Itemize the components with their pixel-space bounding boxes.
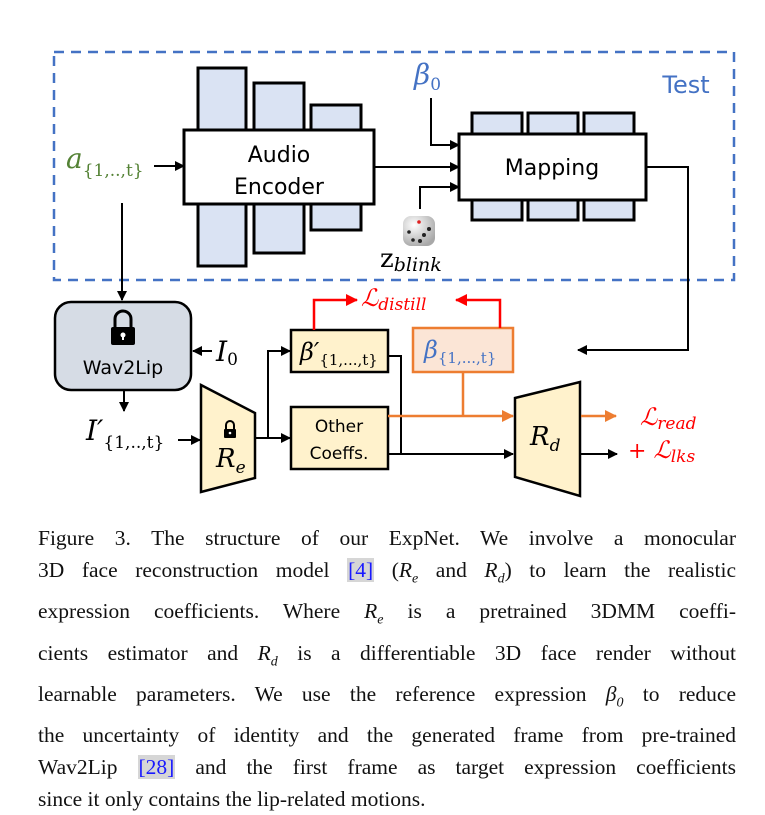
zblink-to-mapping-arrow <box>419 182 460 209</box>
math-symbol: Rd <box>484 558 505 587</box>
i0-label: I0 <box>215 335 238 370</box>
other-coeffs-box: Other Coeffs. <box>289 405 390 471</box>
caption-line: Figure 3. The structure of our ExpNet. W… <box>38 526 736 550</box>
beta-prime-to-rd-arrow <box>388 355 514 459</box>
beta-prime-to-distill-arrow <box>312 294 358 330</box>
beta-prime-box: β′{1,...,t} <box>289 328 390 374</box>
rd-renderer-block: Rd <box>513 380 582 498</box>
lks-loss-label: + ℒlks <box>628 436 695 467</box>
svg-text:Wav2Lip: Wav2Lip <box>83 357 163 379</box>
test-label: Test <box>661 71 709 99</box>
math-symbol: Re <box>364 599 384 628</box>
svg-text:Rd: Rd <box>529 422 561 456</box>
caption-line: expression coefficients. Where Re is a p… <box>38 599 737 628</box>
svg-text:β′{1,...,t}: β′{1,...,t} <box>299 338 378 369</box>
wav2lip-block: Wav2Lip <box>53 300 193 392</box>
i-prime-label: I′{1,..,t} <box>85 414 164 453</box>
figure-caption: Figure 3. The structure of our ExpNet. W… <box>38 522 736 815</box>
expnet-diagram: Test Audio Encoder a{1,..,t} Mapping β0 <box>52 50 736 498</box>
svg-text:Coeffs.: Coeffs. <box>310 444 369 464</box>
caption-line: the uncertainty of identity and the gene… <box>38 723 736 748</box>
lock-icon <box>111 309 135 345</box>
lock-icon <box>224 420 236 438</box>
beta0-label: β0 <box>413 58 441 95</box>
beta0-to-mapping-arrow <box>430 98 460 150</box>
mapping-to-beta-arrow <box>577 166 689 355</box>
audio-input-label: a{1,..,t} <box>66 142 144 181</box>
test-region-border <box>52 50 736 282</box>
caption-line: Wav2Lip [28] and the first frame as targ… <box>38 755 736 780</box>
dice-icon <box>403 216 435 246</box>
re-encoder-block: Re <box>199 382 257 494</box>
svg-text:Re: Re <box>215 444 246 478</box>
svg-text:Encoder: Encoder <box>234 175 325 200</box>
citation-link[interactable]: [28] <box>137 755 176 780</box>
caption-line: since it only contains the lip-related m… <box>38 787 426 812</box>
read-loss-label: ℒread <box>640 403 697 434</box>
z-blink-label: zblink <box>380 244 442 276</box>
math-symbol: Rd <box>257 640 278 669</box>
mapping-block: Mapping <box>457 132 648 202</box>
math-symbol: β0 <box>605 681 624 711</box>
beta-box: β{1,...,t} <box>411 326 515 374</box>
distill-loss-label: ℒdistill <box>361 284 426 315</box>
audio-encoder-block: Audio Encoder <box>182 128 376 206</box>
svg-text:Audio: Audio <box>248 143 311 168</box>
svg-text:β{1,...,t}: β{1,...,t} <box>423 336 496 367</box>
math-symbol: Re <box>398 558 419 587</box>
re-to-beta-prime-arrow <box>255 346 291 439</box>
caption-line: cients estimator and Rd is a differentia… <box>38 640 736 669</box>
caption-line: learnable parameters. We use the referen… <box>38 681 736 711</box>
caption-line: 3D face reconstruction model [4] (Re and… <box>38 558 736 587</box>
beta-to-distill-arrow <box>455 294 502 328</box>
svg-text:Mapping: Mapping <box>505 156 599 181</box>
svg-text:Other: Other <box>315 417 363 437</box>
citation-link[interactable]: [4] <box>347 558 375 582</box>
